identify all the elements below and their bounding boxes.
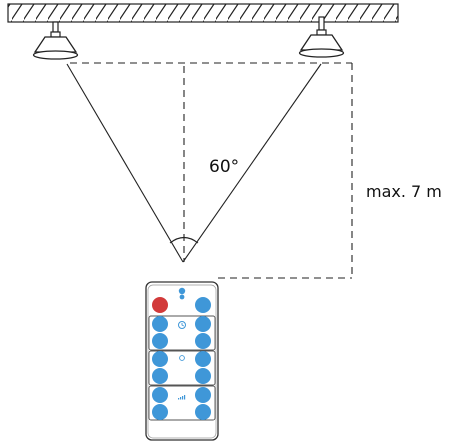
clock-icon — [178, 321, 186, 329]
top-right-button[interactable] — [195, 297, 211, 313]
section-1-button-3[interactable] — [152, 333, 168, 349]
section-1-button-4[interactable] — [195, 333, 211, 349]
section-3-button-1[interactable] — [152, 387, 168, 403]
section-2-button-2[interactable] — [195, 351, 211, 367]
section-1-frame — [148, 315, 216, 351]
logo-icon — [178, 287, 186, 300]
remote-control — [145, 281, 219, 441]
brightness-icon — [179, 355, 185, 361]
section-3-button-3[interactable] — [152, 404, 168, 420]
section-2-button-3[interactable] — [152, 368, 168, 384]
signal-bars-icon — [178, 395, 186, 400]
cone-left-edge — [66, 63, 184, 263]
section-1-button-2[interactable] — [195, 316, 211, 332]
ceiling — [7, 3, 399, 23]
cone-right-edge — [182, 63, 322, 263]
section-2-button-4[interactable] — [195, 368, 211, 384]
section-3-frame — [148, 385, 216, 421]
section-2-button-1[interactable] — [152, 351, 168, 367]
remote-inner — [147, 284, 217, 439]
section-2-frame — [148, 350, 216, 386]
power-button[interactable] — [152, 297, 168, 313]
angle-arc — [169, 236, 199, 244]
angle-label: 60° — [209, 157, 239, 177]
section-3-button-4[interactable] — [195, 404, 211, 420]
ceiling-lamp-right — [298, 16, 345, 58]
coverage-cone: 60° — [66, 63, 322, 263]
distance-dimension: max. 7 m — [70, 62, 442, 279]
ceiling-beam — [7, 3, 399, 23]
distance-label: max. 7 m — [366, 182, 442, 201]
ceiling-lamp-left — [32, 21, 79, 60]
section-1-button-1[interactable] — [152, 316, 168, 332]
section-3-button-2[interactable] — [195, 387, 211, 403]
